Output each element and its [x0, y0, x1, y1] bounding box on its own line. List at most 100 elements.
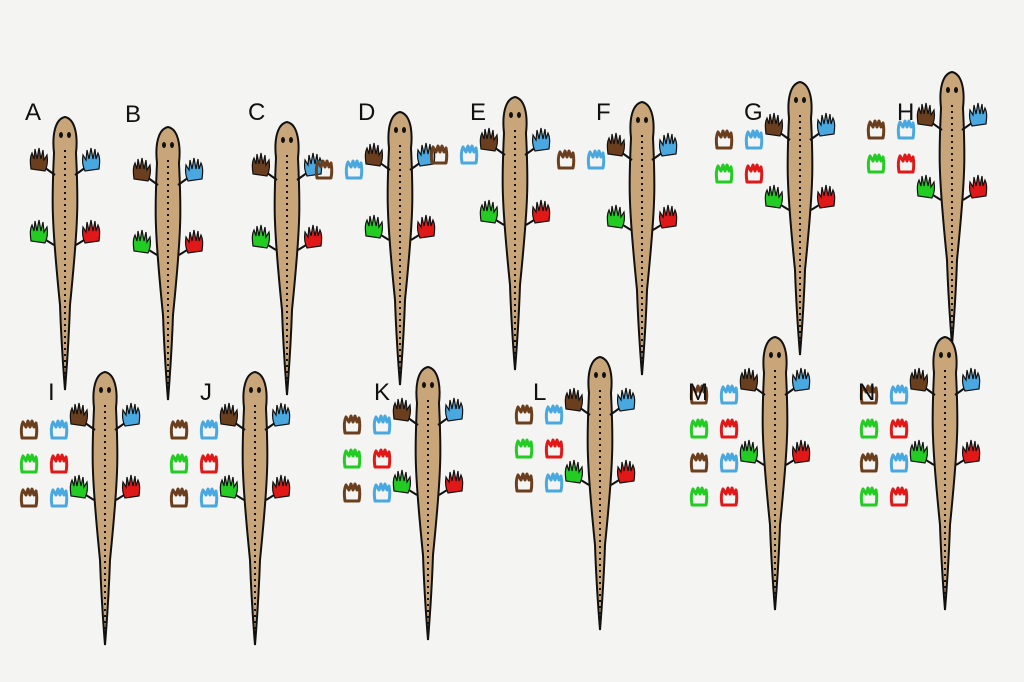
footprint-icon	[889, 384, 909, 405]
hand-icon	[606, 132, 625, 157]
lizard-body-icon	[628, 101, 656, 376]
footprint-icon	[556, 149, 576, 170]
hand-icon	[445, 397, 464, 422]
footprint-icon	[719, 418, 739, 439]
panel-label-h: H	[897, 99, 914, 126]
hand-icon	[392, 397, 411, 422]
footprint-icon	[49, 453, 69, 474]
hand-icon	[739, 367, 758, 392]
lizard-body-icon	[273, 121, 301, 396]
hand-icon	[364, 214, 383, 239]
lizard-panel-i	[69, 371, 141, 646]
lizard-panel-j	[219, 371, 291, 646]
footprint-icon	[342, 482, 362, 503]
footprint-icon	[719, 452, 739, 473]
hand-icon	[122, 402, 141, 427]
lizard-body-icon	[414, 366, 442, 641]
hand-icon	[564, 459, 583, 484]
hand-icon	[69, 474, 88, 499]
hand-icon	[132, 229, 151, 254]
footprint-icon	[199, 453, 219, 474]
hand-icon	[219, 402, 238, 427]
lizard-panel-h	[916, 71, 988, 346]
hand-icon	[969, 174, 988, 199]
footprint-icon	[459, 144, 479, 165]
hand-icon	[564, 387, 583, 412]
hand-icon	[617, 387, 636, 412]
footprint-icon	[714, 129, 734, 150]
hand-icon	[392, 469, 411, 494]
lizard-body-icon	[154, 126, 182, 401]
footprint-icon	[342, 414, 362, 435]
hand-icon	[82, 147, 101, 172]
hand-icon	[739, 439, 758, 464]
lizard-body-icon	[386, 111, 414, 386]
lizard-body-icon	[786, 81, 814, 356]
panel-label-c: C	[248, 99, 265, 126]
footprint-icon	[689, 384, 709, 405]
lizard-panel-m	[739, 336, 811, 611]
footprint-icon	[744, 163, 764, 184]
footprint-icon	[372, 448, 392, 469]
lizard-body-icon	[938, 71, 966, 346]
hand-icon	[916, 102, 935, 127]
hand-icon	[185, 157, 204, 182]
footprint-icon	[169, 487, 189, 508]
panel-label-f: F	[596, 99, 611, 126]
panel-label-m: M	[688, 379, 708, 406]
hand-icon	[132, 157, 151, 182]
lizard-body-icon	[586, 356, 614, 631]
lizard-panel-d	[364, 111, 436, 386]
hand-icon	[364, 142, 383, 167]
hand-icon	[764, 112, 783, 137]
footprint-icon	[344, 159, 364, 180]
footprint-icon	[429, 144, 449, 165]
footprint-icon	[889, 418, 909, 439]
hand-icon	[251, 152, 270, 177]
footprint-icon	[719, 384, 739, 405]
hand-icon	[606, 204, 625, 229]
hand-icon	[532, 199, 551, 224]
hand-icon	[69, 402, 88, 427]
hand-icon	[792, 367, 811, 392]
footprint-icon	[714, 163, 734, 184]
footprint-icon	[514, 404, 534, 425]
panel-label-a: A	[25, 99, 41, 126]
hand-icon	[29, 147, 48, 172]
footprint-icon	[19, 419, 39, 440]
footprint-icon	[896, 119, 916, 140]
footprint-icon	[199, 487, 219, 508]
footprint-icon	[866, 119, 886, 140]
hand-icon	[617, 459, 636, 484]
footprint-icon	[744, 129, 764, 150]
lizard-body-icon	[761, 336, 789, 611]
hand-icon	[916, 174, 935, 199]
panel-label-b: B	[125, 101, 141, 128]
footprint-icon	[586, 149, 606, 170]
footprint-icon	[859, 452, 879, 473]
footprint-icon	[372, 482, 392, 503]
hand-icon	[479, 127, 498, 152]
hand-icon	[764, 184, 783, 209]
footprint-icon	[544, 472, 564, 493]
footprint-icon	[859, 486, 879, 507]
hand-icon	[272, 474, 291, 499]
hand-icon	[445, 469, 464, 494]
footprint-icon	[859, 384, 879, 405]
lizard-panel-c	[251, 121, 323, 396]
footprint-icon	[19, 453, 39, 474]
lizard-panel-f	[606, 101, 678, 376]
lizard-panel-b	[132, 126, 204, 401]
footprint-icon	[49, 419, 69, 440]
hand-icon	[82, 219, 101, 244]
hand-icon	[185, 229, 204, 254]
hand-icon	[29, 219, 48, 244]
lizard-body-icon	[91, 371, 119, 646]
hand-icon	[532, 127, 551, 152]
lizard-panel-g	[764, 81, 836, 356]
hand-icon	[969, 102, 988, 127]
hand-icon	[417, 214, 436, 239]
footprint-icon	[859, 418, 879, 439]
panel-label-j: J	[200, 379, 212, 406]
lizard-body-icon	[501, 96, 529, 371]
